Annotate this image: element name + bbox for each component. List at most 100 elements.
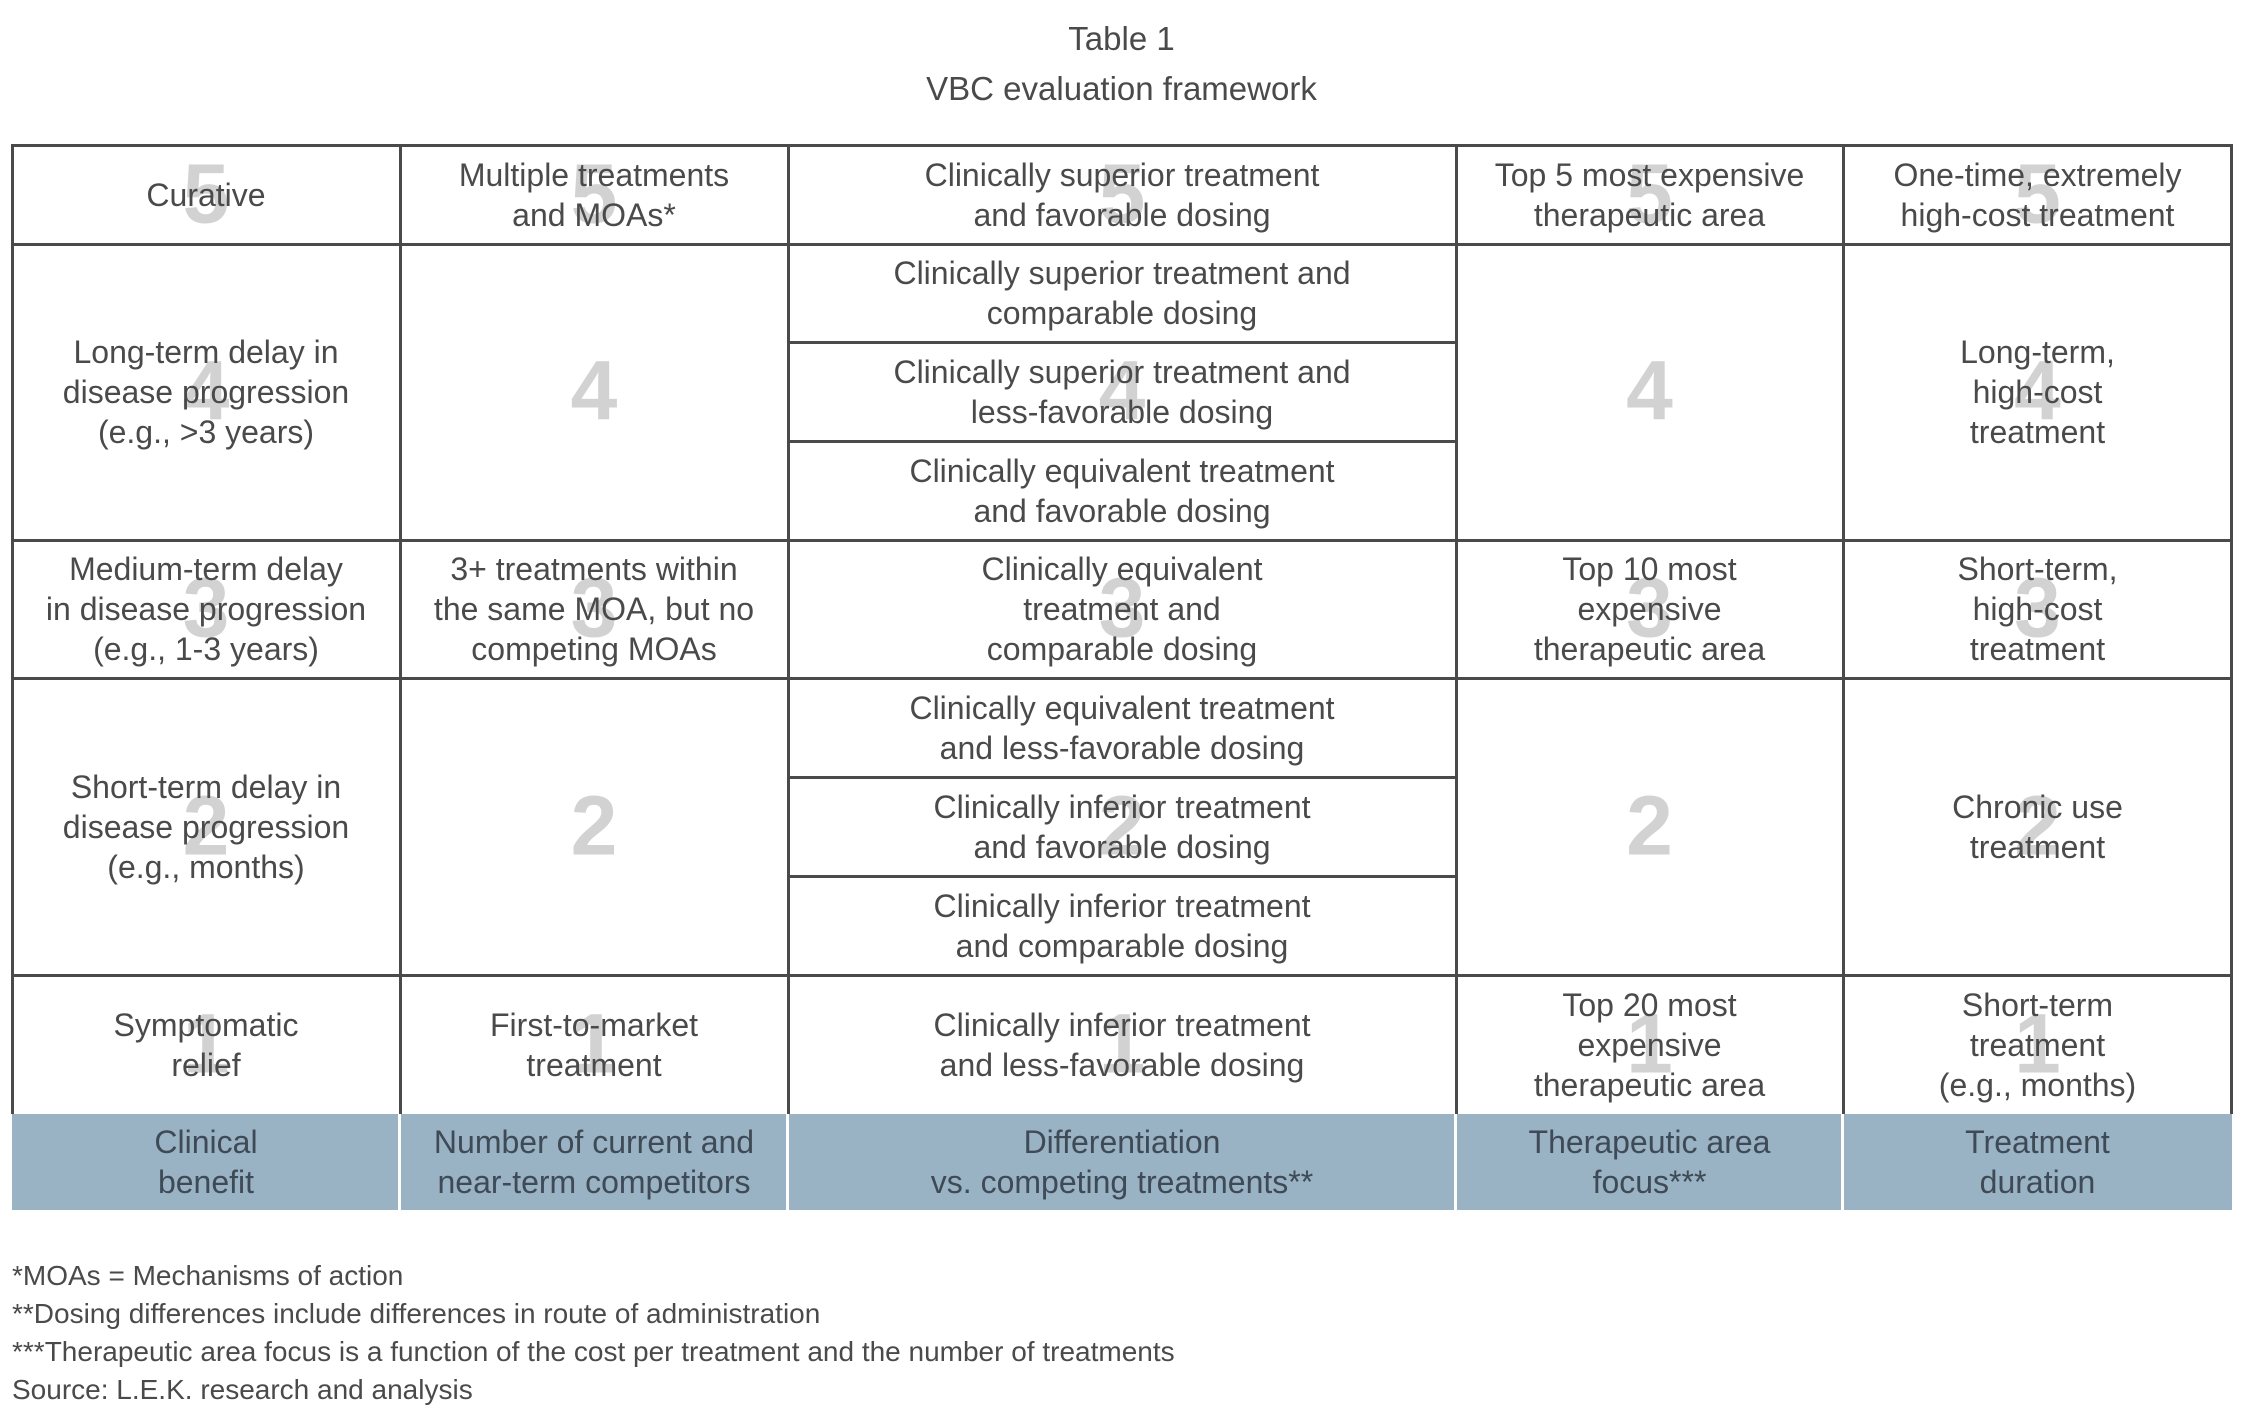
differentiation-level-1-cell: 1 Clinically inferior treatment and less… bbox=[788, 975, 1456, 1114]
level-number: 2 bbox=[570, 777, 618, 872]
cell-text: Short-term treatment (e.g., months) bbox=[1938, 986, 2137, 1103]
therapeutic-level-3-cell: 3 Top 10 most expensive therapeutic area bbox=[1456, 540, 1843, 678]
competitors-level-2-cell: 2 bbox=[400, 678, 788, 975]
competitors-level-3-cell: 3 3+ treatments within the same MOA, but… bbox=[400, 540, 788, 678]
duration-level-3-cell: 3 Short-term, high-cost treatment bbox=[1843, 540, 2232, 678]
header-therapeutic-area: Therapeutic area focus*** bbox=[1528, 1124, 1771, 1200]
level-number: 1 bbox=[1626, 995, 1673, 1090]
differentiation-level-4b-cell: Clinically superior treatment and less-f… bbox=[788, 342, 1456, 441]
level-number: 3 bbox=[2014, 560, 2061, 655]
footnote-dosing: **Dosing differences include differences… bbox=[12, 1298, 821, 1329]
grid-line bbox=[788, 341, 1456, 344]
differentiation-level-2-block: 2 bbox=[788, 678, 1456, 975]
grid-line bbox=[788, 776, 1456, 779]
cell-text: One-time, extremely high-cost treatment bbox=[1893, 156, 2182, 233]
grid-line bbox=[12, 539, 2232, 542]
cell-text: Long-term, high-cost treatment bbox=[1960, 334, 2115, 450]
column-header-bar bbox=[12, 1114, 2232, 1210]
level-number: 1 bbox=[570, 995, 618, 1090]
cell-text: Short-term delay in disease progression … bbox=[62, 768, 350, 885]
footnotes: *MOAs = Mechanisms of action **Dosing di… bbox=[12, 1257, 1175, 1409]
cell-text: Top 20 most expensive therapeutic area bbox=[1533, 986, 1766, 1103]
grid-line bbox=[1842, 144, 1845, 1114]
cell-text: Clinically superior treatment and favora… bbox=[924, 156, 1320, 233]
cell-text: Curative bbox=[146, 176, 266, 213]
competitors-level-4-cell: 4 bbox=[400, 244, 788, 540]
level-number: 1 bbox=[1098, 995, 1146, 1090]
cell-text: Clinically superior treatment and compar… bbox=[893, 255, 1351, 331]
cell-text: Clinically equivalent treatment and comp… bbox=[981, 551, 1263, 667]
differentiation-level-4-block: 4 bbox=[788, 244, 1456, 540]
differentiation-level-3-cell: 3 Clinically equivalent treatment and co… bbox=[788, 540, 1456, 678]
header-separator bbox=[398, 1114, 401, 1210]
cell-text: Clinically equivalent treatment and favo… bbox=[909, 452, 1335, 529]
cell-text: Clinically inferior treatment and less-f… bbox=[933, 1006, 1311, 1083]
grid-line bbox=[12, 243, 2232, 246]
therapeutic-level-2-cell: 2 bbox=[1456, 678, 1843, 975]
level-number: 1 bbox=[182, 995, 230, 1090]
cell-text: Top 5 most expensive therapeutic area bbox=[1494, 156, 1805, 233]
level-number: 5 bbox=[570, 145, 618, 240]
therapeutic-level-4-cell: 4 bbox=[1456, 244, 1843, 540]
duration-level-1-cell: 1 Short-term treatment (e.g., months) bbox=[1843, 975, 2232, 1114]
level-number: 4 bbox=[1626, 343, 1673, 438]
level-number: 1 bbox=[2014, 995, 2061, 1090]
competitors-level-5-cell: 5 Multiple treatments and MOAs* bbox=[400, 145, 788, 244]
competitors-level-1-cell: 1 First-to-market treatment bbox=[400, 975, 788, 1114]
header-treatment-duration: Treatment duration bbox=[1965, 1124, 2110, 1200]
table-title: VBC evaluation framework bbox=[926, 70, 1317, 107]
duration-level-4-cell: 4 Long-term, high-cost treatment bbox=[1843, 244, 2232, 540]
differentiation-level-2c-cell: Clinically inferior treatment and compar… bbox=[788, 876, 1456, 975]
differentiation-level-5-cell: 5 Clinically superior treatment and favo… bbox=[788, 145, 1456, 244]
duration-level-2-cell: 2 Chronic use treatment bbox=[1843, 678, 2232, 975]
therapeutic-level-1-cell: 1 Top 20 most expensive therapeutic area bbox=[1456, 975, 1843, 1114]
cell-text: Top 10 most expensive therapeutic area bbox=[1533, 551, 1766, 667]
level-number: 3 bbox=[182, 560, 230, 655]
cell-text: 3+ treatments within the same MOA, but n… bbox=[433, 551, 755, 667]
table-title-block: Table 1 VBC evaluation framework bbox=[0, 14, 2243, 114]
grid-line bbox=[12, 974, 2232, 977]
level-number: 5 bbox=[2014, 145, 2061, 240]
clinical-level-4-cell: 4 Long-term delay in disease progression… bbox=[12, 244, 400, 540]
header-competitors: Number of current and near-term competit… bbox=[433, 1124, 755, 1200]
grid-line bbox=[399, 144, 402, 1114]
therapeutic-level-5-cell: 5 Top 5 most expensive therapeutic area bbox=[1456, 145, 1843, 244]
duration-level-5-cell: 5 One-time, extremely high-cost treatmen… bbox=[1843, 145, 2232, 244]
clinical-level-5-cell: 5 Curative bbox=[12, 145, 400, 244]
level-number: 5 bbox=[1098, 145, 1146, 240]
differentiation-level-2a-cell: Clinically equivalent treatment and less… bbox=[788, 678, 1456, 777]
level-number: 2 bbox=[2014, 777, 2061, 872]
level-number: 3 bbox=[1626, 560, 1673, 655]
grid-line bbox=[2230, 144, 2233, 1114]
level-number: 2 bbox=[1626, 777, 1673, 872]
cell-text: Chronic use treatment bbox=[1952, 788, 2123, 865]
level-number: 4 bbox=[2014, 343, 2061, 438]
cell-text: Short-term, high-cost treatment bbox=[1957, 551, 2118, 667]
cell-text: Medium-term delay in disease progression… bbox=[45, 551, 367, 667]
cell-text: Long-term delay in disease progression (… bbox=[62, 334, 350, 450]
grid-line bbox=[788, 875, 1456, 878]
level-number: 4 bbox=[1098, 343, 1146, 438]
level-number: 4 bbox=[570, 343, 618, 438]
grid-line bbox=[11, 144, 14, 1114]
grid-line bbox=[788, 440, 1456, 443]
header-clinical-benefit: Clinical benefit bbox=[154, 1124, 258, 1200]
grid-line bbox=[787, 144, 790, 1114]
header-separator bbox=[1454, 1114, 1457, 1210]
clinical-level-1-cell: 1 Symptomatic relief bbox=[12, 975, 400, 1114]
header-separator bbox=[786, 1114, 789, 1210]
level-number: 3 bbox=[570, 560, 618, 655]
cell-text: Clinically superior treatment and less-f… bbox=[893, 353, 1351, 430]
cell-text: Clinically inferior treatment and favora… bbox=[933, 788, 1311, 865]
grid-line bbox=[1455, 144, 1458, 1114]
level-number: 2 bbox=[1098, 777, 1146, 872]
level-number: 5 bbox=[182, 145, 230, 240]
differentiation-level-2b-cell: Clinically inferior treatment and favora… bbox=[788, 777, 1456, 876]
level-number: 3 bbox=[1098, 560, 1146, 655]
cell-text: First-to-market treatment bbox=[490, 1006, 698, 1083]
level-number: 2 bbox=[182, 777, 230, 872]
footnote-moa: *MOAs = Mechanisms of action bbox=[12, 1260, 404, 1291]
differentiation-level-4c-cell: Clinically equivalent treatment and favo… bbox=[788, 441, 1456, 540]
level-number: 4 bbox=[182, 343, 230, 438]
cell-text: Clinically inferior treatment and compar… bbox=[933, 887, 1311, 964]
